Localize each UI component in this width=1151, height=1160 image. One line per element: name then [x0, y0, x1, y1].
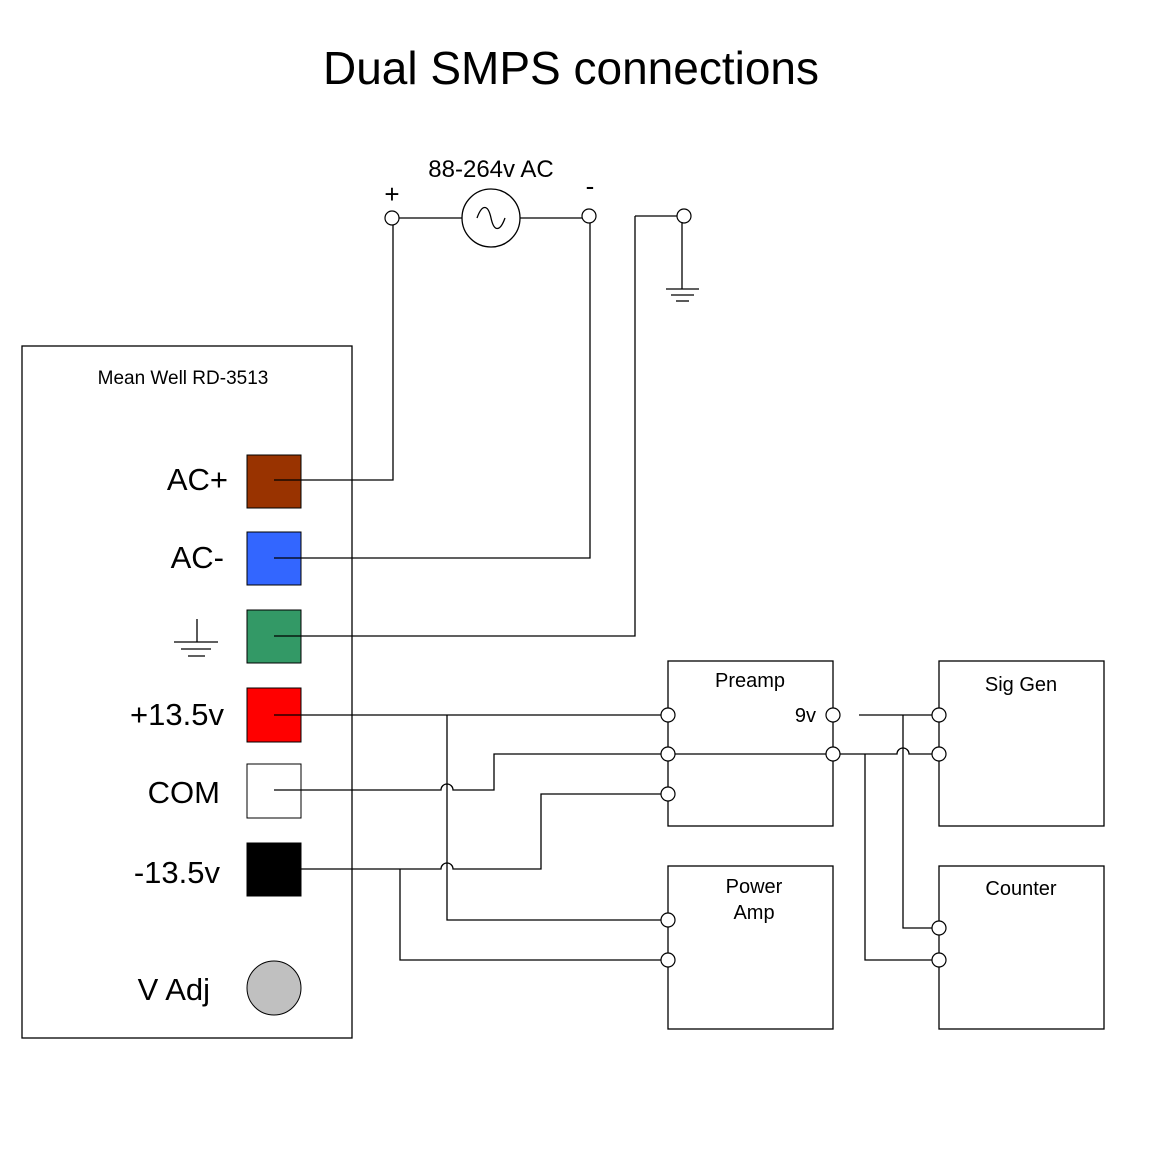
- preamp-name: Preamp: [715, 670, 785, 692]
- sig-gen-terminal: [931, 746, 947, 762]
- preamp-module: Preamp 9v: [660, 660, 841, 827]
- diagram-title: Dual SMPS connections: [323, 42, 819, 94]
- terminal-com: [246, 763, 302, 819]
- ac-source: 88-264v AC + -: [384, 156, 597, 248]
- counter-terminal: [931, 920, 947, 936]
- wire-gnd-sig-gen: [840, 747, 932, 755]
- preamp-9v-terminal: [825, 707, 841, 723]
- ac-minus-terminal: [581, 208, 597, 224]
- power-amp-module: Power Amp: [660, 865, 834, 1030]
- terminal-label-com: COM: [148, 775, 220, 810]
- sig-gen-module: Sig Gen: [931, 660, 1105, 827]
- counter-name: Counter: [985, 878, 1056, 900]
- psu-module: Mean Well RD-3513 AC+ AC- +13.5v COM -13…: [21, 345, 353, 1039]
- sine-wave-icon: [476, 206, 506, 230]
- sig-gen-name: Sig Gen: [985, 674, 1057, 696]
- terminal-ac-plus: [246, 454, 302, 509]
- wire-com: [274, 753, 661, 791]
- wire-plus-13v5-power-amp: [446, 715, 661, 921]
- psu-name: Mean Well RD-3513: [98, 368, 269, 389]
- ac-plus-terminal: [384, 210, 400, 226]
- terminal-label-ac-plus: AC+: [167, 462, 228, 497]
- ac-source-label: 88-264v AC: [428, 156, 553, 183]
- ac-minus-label: -: [586, 171, 595, 201]
- sig-gen-terminal: [931, 707, 947, 723]
- power-amp-name-line1: Power: [726, 876, 783, 898]
- power-amp-terminal: [660, 952, 676, 968]
- wire-ac-plus: [274, 225, 394, 481]
- wire-gnd-counter: [864, 754, 932, 961]
- earth-terminal: [676, 208, 692, 224]
- ground-icon: [666, 288, 699, 302]
- preamp-input-terminal: [660, 746, 676, 762]
- earth-ground: [635, 208, 699, 302]
- preamp-input-terminal: [660, 707, 676, 723]
- wire-9v-counter: [902, 715, 932, 929]
- power-amp-name-line2: Amp: [733, 902, 774, 924]
- preamp-input-terminal: [660, 786, 676, 802]
- power-amp-terminal: [660, 912, 676, 928]
- wire-minus-13v5: [274, 793, 661, 870]
- terminal-label-minus-13v5: -13.5v: [134, 855, 221, 890]
- preamp-9v-label: 9v: [795, 705, 816, 727]
- counter-terminal: [931, 952, 947, 968]
- counter-module: Counter: [931, 865, 1105, 1030]
- terminal-label-plus-13v5: +13.5v: [130, 697, 224, 732]
- wire-ground: [274, 216, 636, 637]
- wire-ac-minus: [274, 223, 591, 559]
- vadj-label: V Adj: [138, 972, 210, 1007]
- vadj-knob: [246, 960, 302, 1016]
- ground-icon: [174, 619, 218, 657]
- terminal-label-ac-minus: AC-: [171, 540, 224, 575]
- preamp-gnd-terminal: [825, 746, 841, 762]
- wire-minus-13v5-power-amp: [399, 869, 661, 961]
- ac-plus-label: +: [384, 179, 399, 209]
